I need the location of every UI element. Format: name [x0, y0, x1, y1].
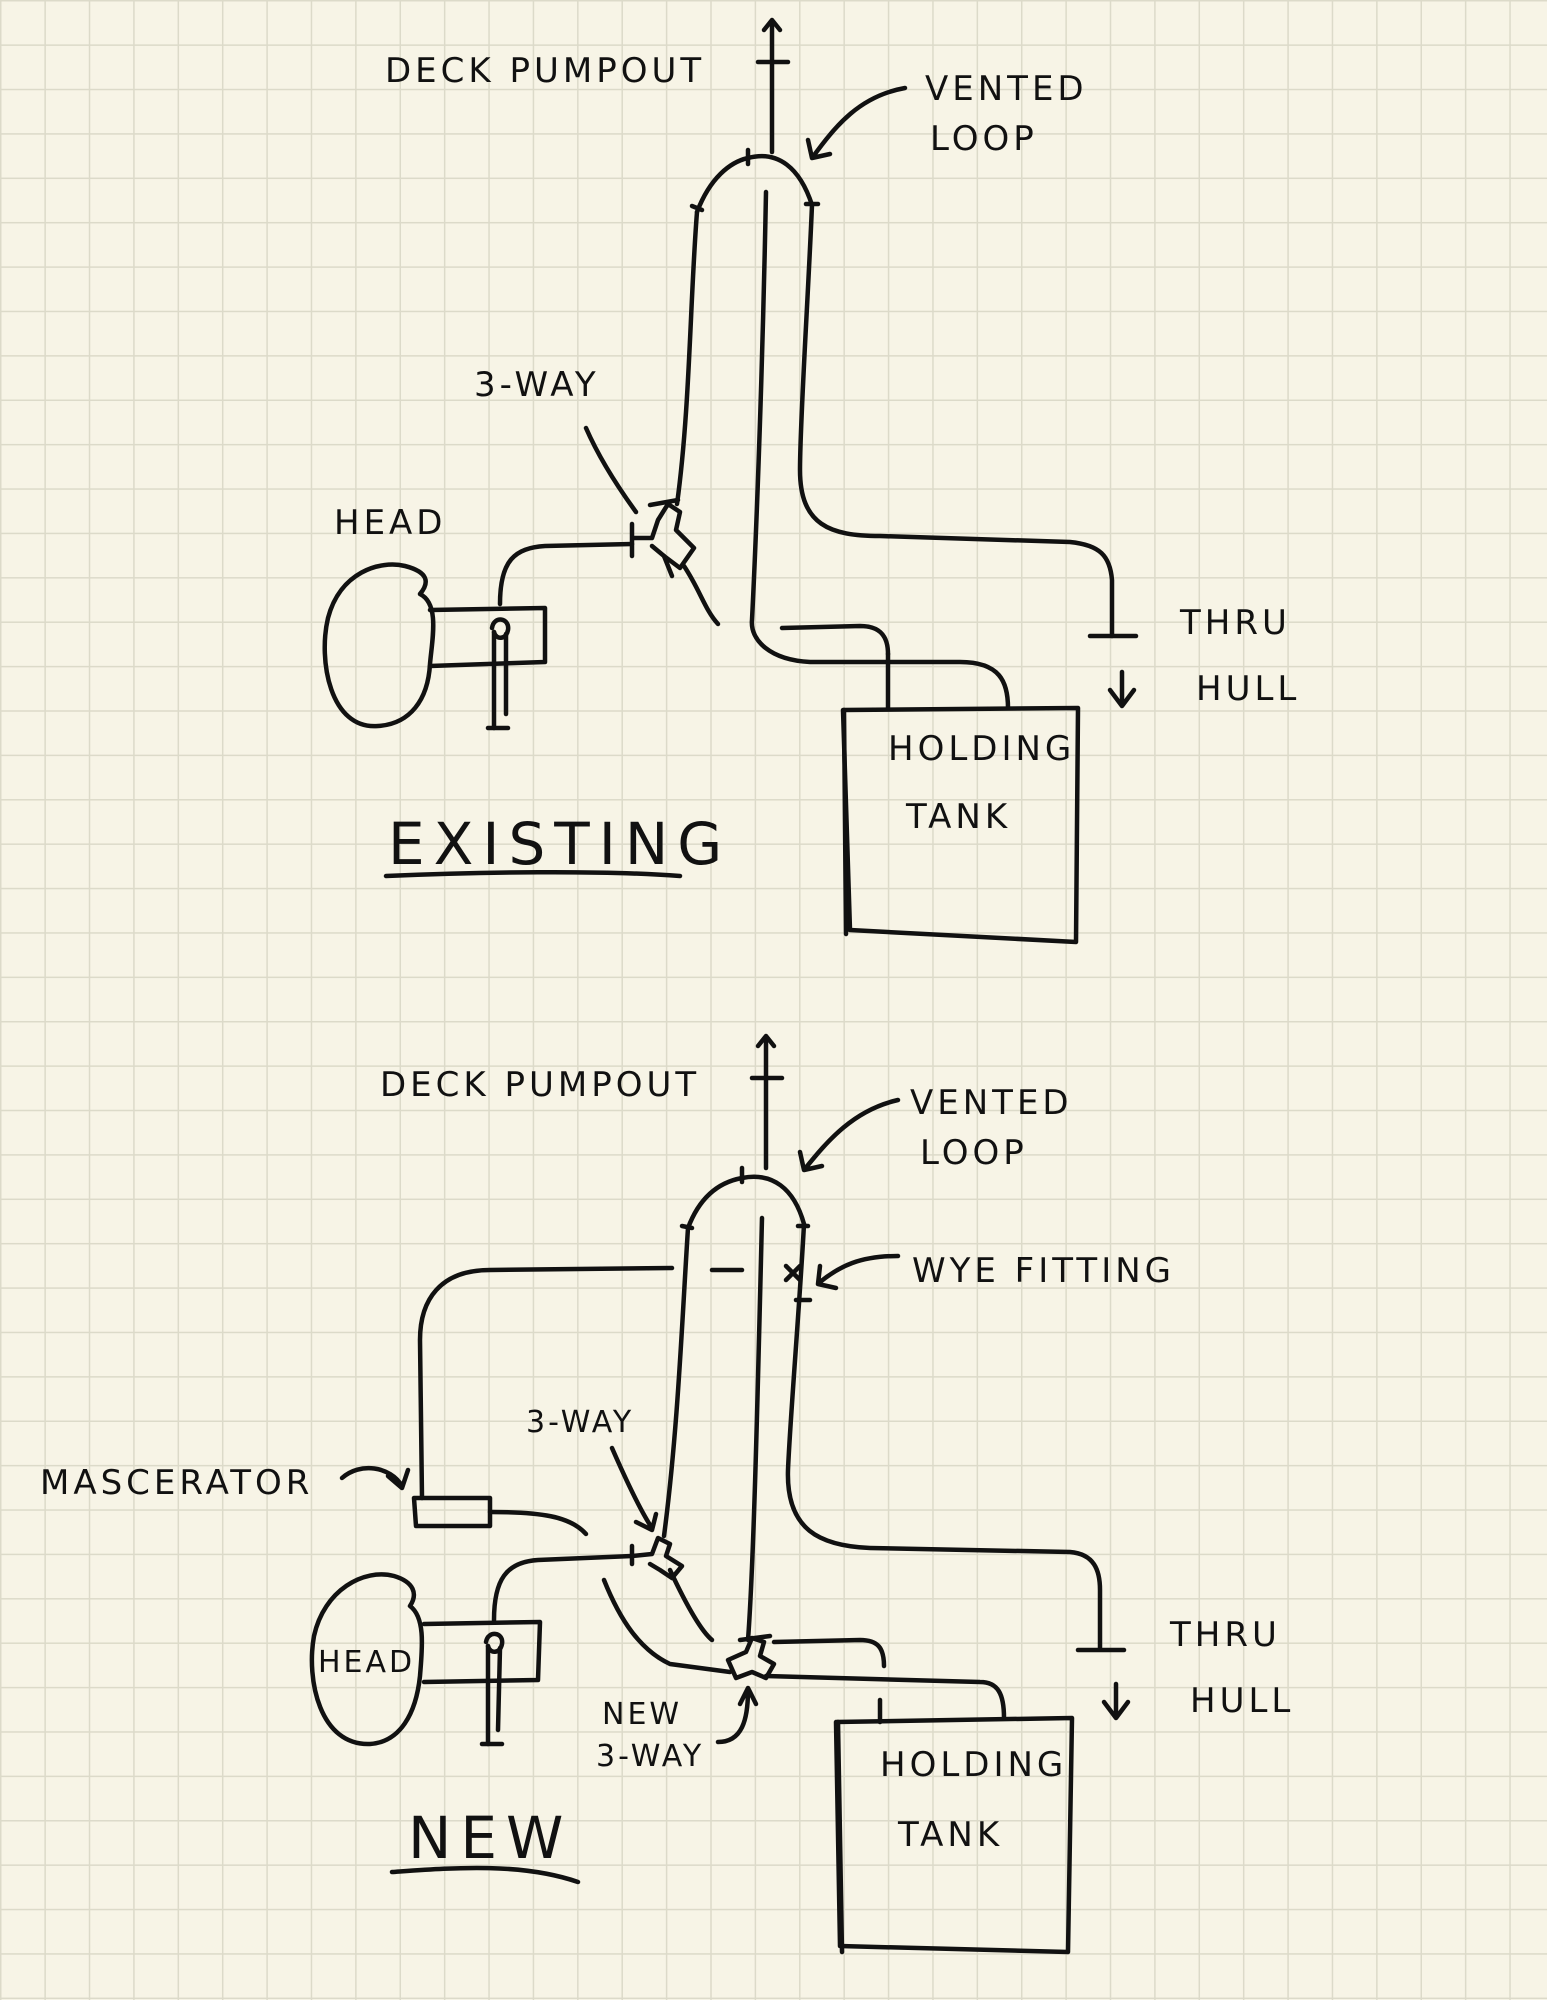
vented-loop [679, 1165, 811, 1231]
pipes [417, 1215, 1103, 1725]
wye-fitting-label: WYE FITTING [912, 1251, 1175, 1291]
holding-tank-label-line1: HOLDING [880, 1745, 1067, 1785]
holding-tank-label-line2: TANK [905, 797, 1011, 837]
three-way-leader [609, 1445, 659, 1533]
three-way-leader [583, 425, 639, 515]
holding-tank [833, 1715, 1075, 1955]
thru-hull-label-line1: THRU [1179, 603, 1291, 643]
deck-pumpout-label: DECK PUMPOUT [385, 51, 705, 91]
holding-tank-label-line2: TANK [897, 1815, 1003, 1855]
vented-loop-label-line1: VENTED [910, 1083, 1073, 1123]
new-three-way-label-line2: 3-WAY [596, 1739, 704, 1774]
thru-hull-fitting [1075, 1647, 1131, 1721]
three-way-label: 3-WAY [526, 1405, 634, 1440]
existing-title: EXISTING [388, 810, 731, 878]
new-diagram: DECK PUMPOUT VENTED LOOP WYE FITTING 3-W… [40, 1033, 1294, 1955]
thru-hull-label-line1: THRU [1169, 1615, 1281, 1655]
new-title-underline [389, 1865, 581, 1885]
three-way-valve [629, 1535, 685, 1581]
thru-hull-fitting [1087, 633, 1139, 709]
head-toilet [322, 562, 548, 731]
new-three-way-valve [725, 1633, 777, 1681]
vented-loop-label-line2: LOOP [920, 1133, 1028, 1173]
existing-title-underline [383, 869, 683, 879]
head-label: HEAD [318, 1645, 415, 1680]
holding-tank-label-line1: HOLDING [888, 729, 1075, 769]
vented-loop-arrow [797, 1097, 901, 1173]
mascerator-arrow [339, 1465, 411, 1491]
head-toilet [309, 1572, 543, 1747]
vented-loop [689, 147, 821, 215]
head-label: HEAD [334, 503, 447, 543]
deck-pumpout-fitting [755, 17, 791, 155]
vented-loop-label-line2: LOOP [930, 119, 1038, 159]
holding-tank [840, 705, 1081, 945]
new-title: NEW [408, 1804, 572, 1872]
thru-hull-label-line2: HULL [1190, 1681, 1294, 1721]
pipes [497, 189, 1115, 711]
mascerator-label: MASCERATOR [40, 1463, 313, 1503]
new-three-way-label-line1: NEW [602, 1697, 682, 1732]
thru-hull-label-line2: HULL [1196, 669, 1300, 709]
vented-loop-arrow [805, 85, 908, 161]
deck-pumpout-fitting [749, 1033, 785, 1171]
vented-loop-label-line1: VENTED [925, 69, 1088, 109]
new-three-way-arrow [715, 1685, 759, 1745]
mascerator-pump [411, 1495, 493, 1529]
three-way-valve [629, 497, 697, 579]
three-way-label: 3-WAY [474, 365, 600, 405]
deck-pumpout-label: DECK PUMPOUT [380, 1065, 700, 1105]
existing-diagram: DECK PUMPOUT VENTED LOOP 3-WAY HEAD THRU… [322, 17, 1300, 945]
wye-fitting-arrow [815, 1253, 901, 1291]
